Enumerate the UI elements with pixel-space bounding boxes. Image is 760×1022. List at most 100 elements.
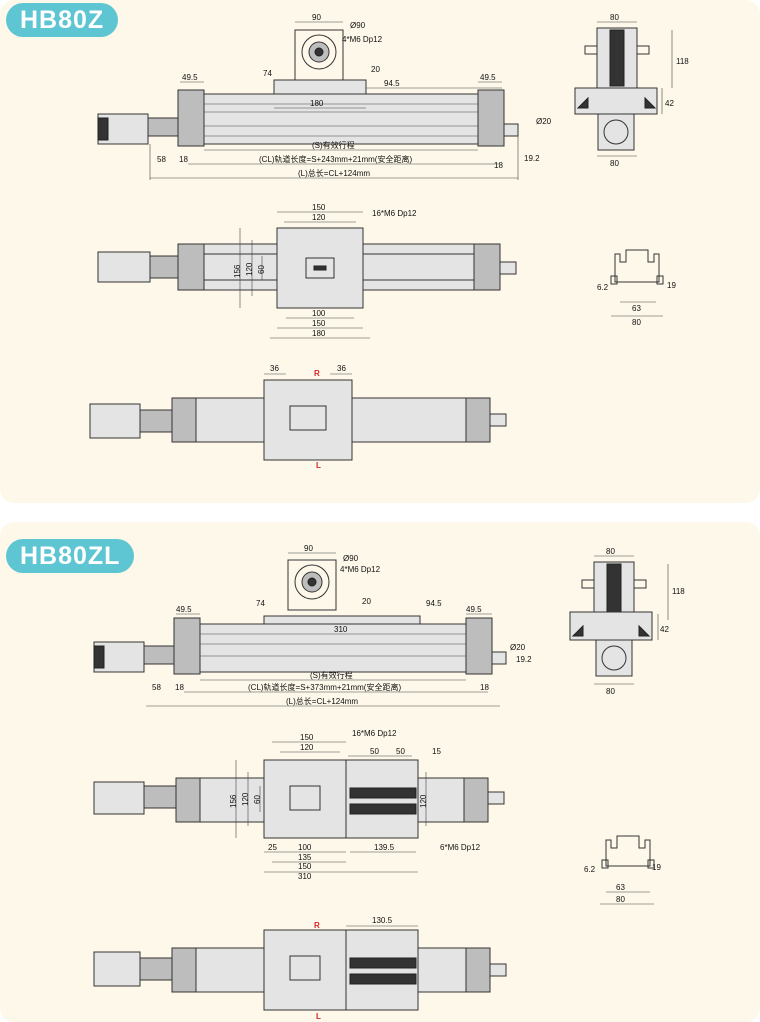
motor-connector (97, 117, 109, 141)
dim-90: 90 (312, 13, 321, 22)
dim-90: 90 (304, 544, 313, 553)
dim-150-bottom: 150 (312, 319, 326, 328)
shaft-end (503, 123, 519, 137)
dim-100: 100 (298, 843, 312, 852)
dim-19-2: 19.2 (516, 655, 532, 664)
dim-end-42: 42 (665, 99, 674, 108)
end-cap-left (177, 89, 205, 147)
dim-profile-63: 63 (616, 883, 625, 892)
dim-120-right: 120 (419, 794, 428, 808)
dim-20: 20 (371, 65, 380, 74)
end-belt (609, 29, 625, 87)
dim-16m6: 16*M6 Dp12 (352, 729, 397, 738)
dim-end-42: 42 (660, 625, 669, 634)
hb80z-end-view: 80 118 42 80 (574, 13, 689, 168)
rail-profile (605, 835, 651, 867)
dim-18-right: 18 (494, 161, 503, 170)
motor-top (97, 251, 151, 283)
dim-6m6: 6*M6 Dp12 (440, 843, 481, 852)
dim-139-5: 139.5 (374, 843, 395, 852)
motor-top (93, 781, 145, 815)
dim-156: 156 (229, 794, 238, 808)
hb80z-side-view: 90 Ø90 4*M6 Dp12 74 20 94.5 49.5 49.5 18… (97, 13, 552, 180)
dim-18-left: 18 (175, 683, 184, 692)
dim-49-5-right: 49.5 (480, 73, 496, 82)
dim-94-5: 94.5 (384, 79, 400, 88)
rail-profile (614, 249, 660, 283)
hb80zl-end-view: 80 118 42 80 (569, 547, 685, 696)
dim-profile-6-2: 6.2 (584, 865, 596, 874)
hb80zl-title: HB80ZL (6, 539, 135, 573)
dim-rail-length: (CL)轨道长度=S+373mm+21mm(安全距离) (248, 682, 401, 692)
dim-phi20: Ø20 (510, 643, 526, 652)
dim-profile-80: 80 (632, 318, 641, 327)
dim-15: 15 (432, 747, 441, 756)
dim-profile-63: 63 (632, 304, 641, 313)
dim-49-5-left: 49.5 (176, 605, 192, 614)
dim-25: 25 (268, 843, 277, 852)
hb80z-title: HB80Z (6, 3, 119, 37)
dim-phi20: Ø20 (536, 117, 552, 126)
motor-bottom (93, 951, 141, 987)
hb80zl-profile: 6.2 19 63 80 (584, 835, 661, 905)
dim-total-length: (L)总长=CL+124mm (298, 168, 370, 178)
dim-36-right: 36 (337, 364, 346, 373)
dim-156: 156 (233, 264, 242, 278)
dim-94-5: 94.5 (426, 599, 442, 608)
dim-50-left: 50 (370, 747, 379, 756)
dim-4m6: 4*M6 Dp12 (340, 565, 381, 574)
dim-end-80-bottom: 80 (606, 687, 615, 696)
motor-bottom (89, 403, 141, 439)
dim-end-118: 118 (676, 57, 689, 66)
end-motor (597, 113, 635, 151)
dim-top-120: 120 (300, 743, 314, 752)
hb80z-bottom-view: 36 36 R L (89, 364, 507, 470)
end-cap-right (477, 89, 505, 147)
hb80zl-top-view: 150 120 16*M6 Dp12 50 50 15 156 120 60 1… (93, 729, 505, 881)
dim-end-80-top: 80 (606, 547, 615, 556)
dim-74: 74 (263, 69, 272, 78)
carriage-bottom (263, 379, 353, 461)
dim-phi90: Ø90 (350, 21, 366, 30)
dim-top-120: 120 (312, 213, 326, 222)
dim-20: 20 (362, 597, 371, 606)
dim-49-5-left: 49.5 (182, 73, 198, 82)
carriage-plate-long (263, 759, 419, 839)
carriage-top (273, 79, 367, 95)
dim-36-left: 36 (270, 364, 279, 373)
gearbox-shaft (314, 47, 324, 57)
mark-r: R (314, 921, 320, 930)
dim-top-150: 150 (300, 733, 314, 742)
motor-coupling (147, 117, 179, 137)
carriage-bottom-long (263, 929, 419, 1011)
hb80zl-side-view: 90 Ø90 4*M6 Dp12 74 20 94.5 49.5 49.5 31… (93, 544, 532, 707)
gearbox-ring (301, 34, 337, 70)
dim-60: 60 (257, 265, 266, 274)
hb80z-profile: 6.2 19 63 80 (597, 249, 676, 327)
dim-end-80-top: 80 (610, 13, 619, 22)
dim-180-bottom: 180 (312, 329, 326, 338)
dim-60: 60 (253, 795, 262, 804)
dim-phi90: Ø90 (343, 554, 359, 563)
rail-body (179, 93, 503, 145)
dim-end-80-bottom: 80 (610, 159, 619, 168)
dim-120-vertical: 120 (245, 262, 254, 276)
dim-74: 74 (256, 599, 265, 608)
dim-rail-length: (CL)轨道长度=S+243mm+21mm(安全距离) (259, 154, 412, 164)
dim-135: 135 (298, 853, 312, 862)
dim-120-vertical: 120 (241, 792, 250, 806)
dim-end-118: 118 (672, 587, 685, 596)
hb80zl-bottom-view: 130.5 R L (93, 916, 507, 1021)
dim-50-right: 50 (396, 747, 405, 756)
dim-58: 58 (152, 683, 161, 692)
dim-total-length: (L)总长=CL+124mm (286, 696, 358, 706)
hb80z-top-view: 150 120 16*M6 Dp12 156 120 60 100 150 18… (97, 203, 517, 339)
dim-18-left: 18 (179, 155, 188, 164)
dim-310-bottom: 310 (298, 872, 312, 881)
mark-l: L (316, 1012, 321, 1021)
mark-l: L (316, 461, 321, 470)
dim-100: 100 (312, 309, 326, 318)
dim-180: 180 (310, 99, 324, 108)
dim-profile-6-2: 6.2 (597, 283, 609, 292)
